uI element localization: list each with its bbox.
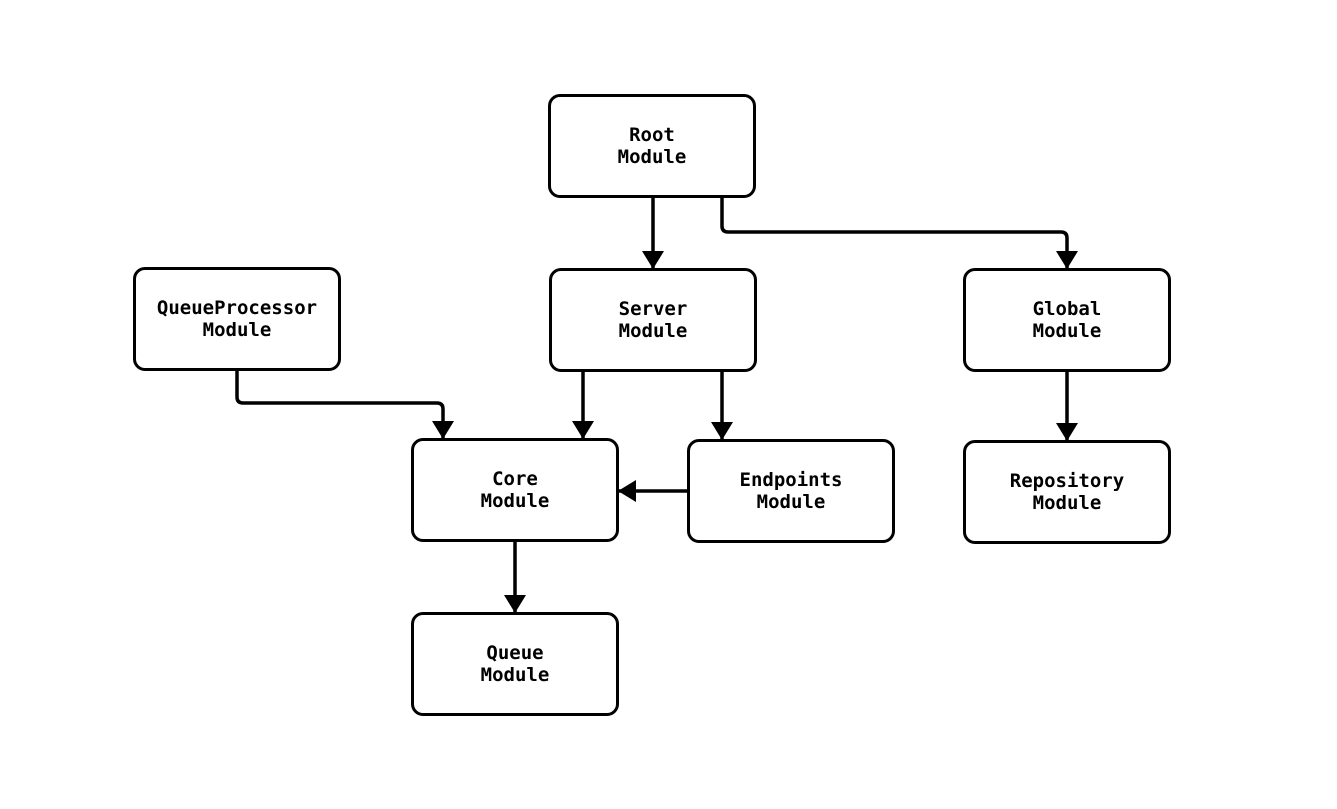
node-queue-module-label: Queue Module xyxy=(480,641,550,686)
node-global-module-label: Global Module xyxy=(1032,297,1102,342)
node-core-module-label: Core Module xyxy=(480,467,550,512)
node-server-module-label: Server Module xyxy=(618,297,688,342)
node-repository-module: Repository Module xyxy=(963,440,1171,544)
node-queue-module: Queue Module xyxy=(411,612,619,716)
node-endpoints-module: Endpoints Module xyxy=(687,439,895,543)
node-repository-module-label: Repository Module xyxy=(1009,469,1125,514)
edge-queueprocessor-to-core xyxy=(235,371,454,439)
node-queueprocessor-module-label: QueueProcessor Module xyxy=(156,296,318,341)
node-global-module: Global Module xyxy=(963,268,1171,372)
node-queueprocessor-module: QueueProcessor Module xyxy=(133,267,341,371)
node-endpoints-module-label: Endpoints Module xyxy=(739,468,843,513)
node-server-module: Server Module xyxy=(549,268,757,372)
edge-root-to-global xyxy=(720,198,1078,269)
node-core-module: Core Module xyxy=(411,438,619,542)
node-root-module: Root Module xyxy=(548,94,756,198)
node-root-module-label: Root Module xyxy=(617,123,687,168)
